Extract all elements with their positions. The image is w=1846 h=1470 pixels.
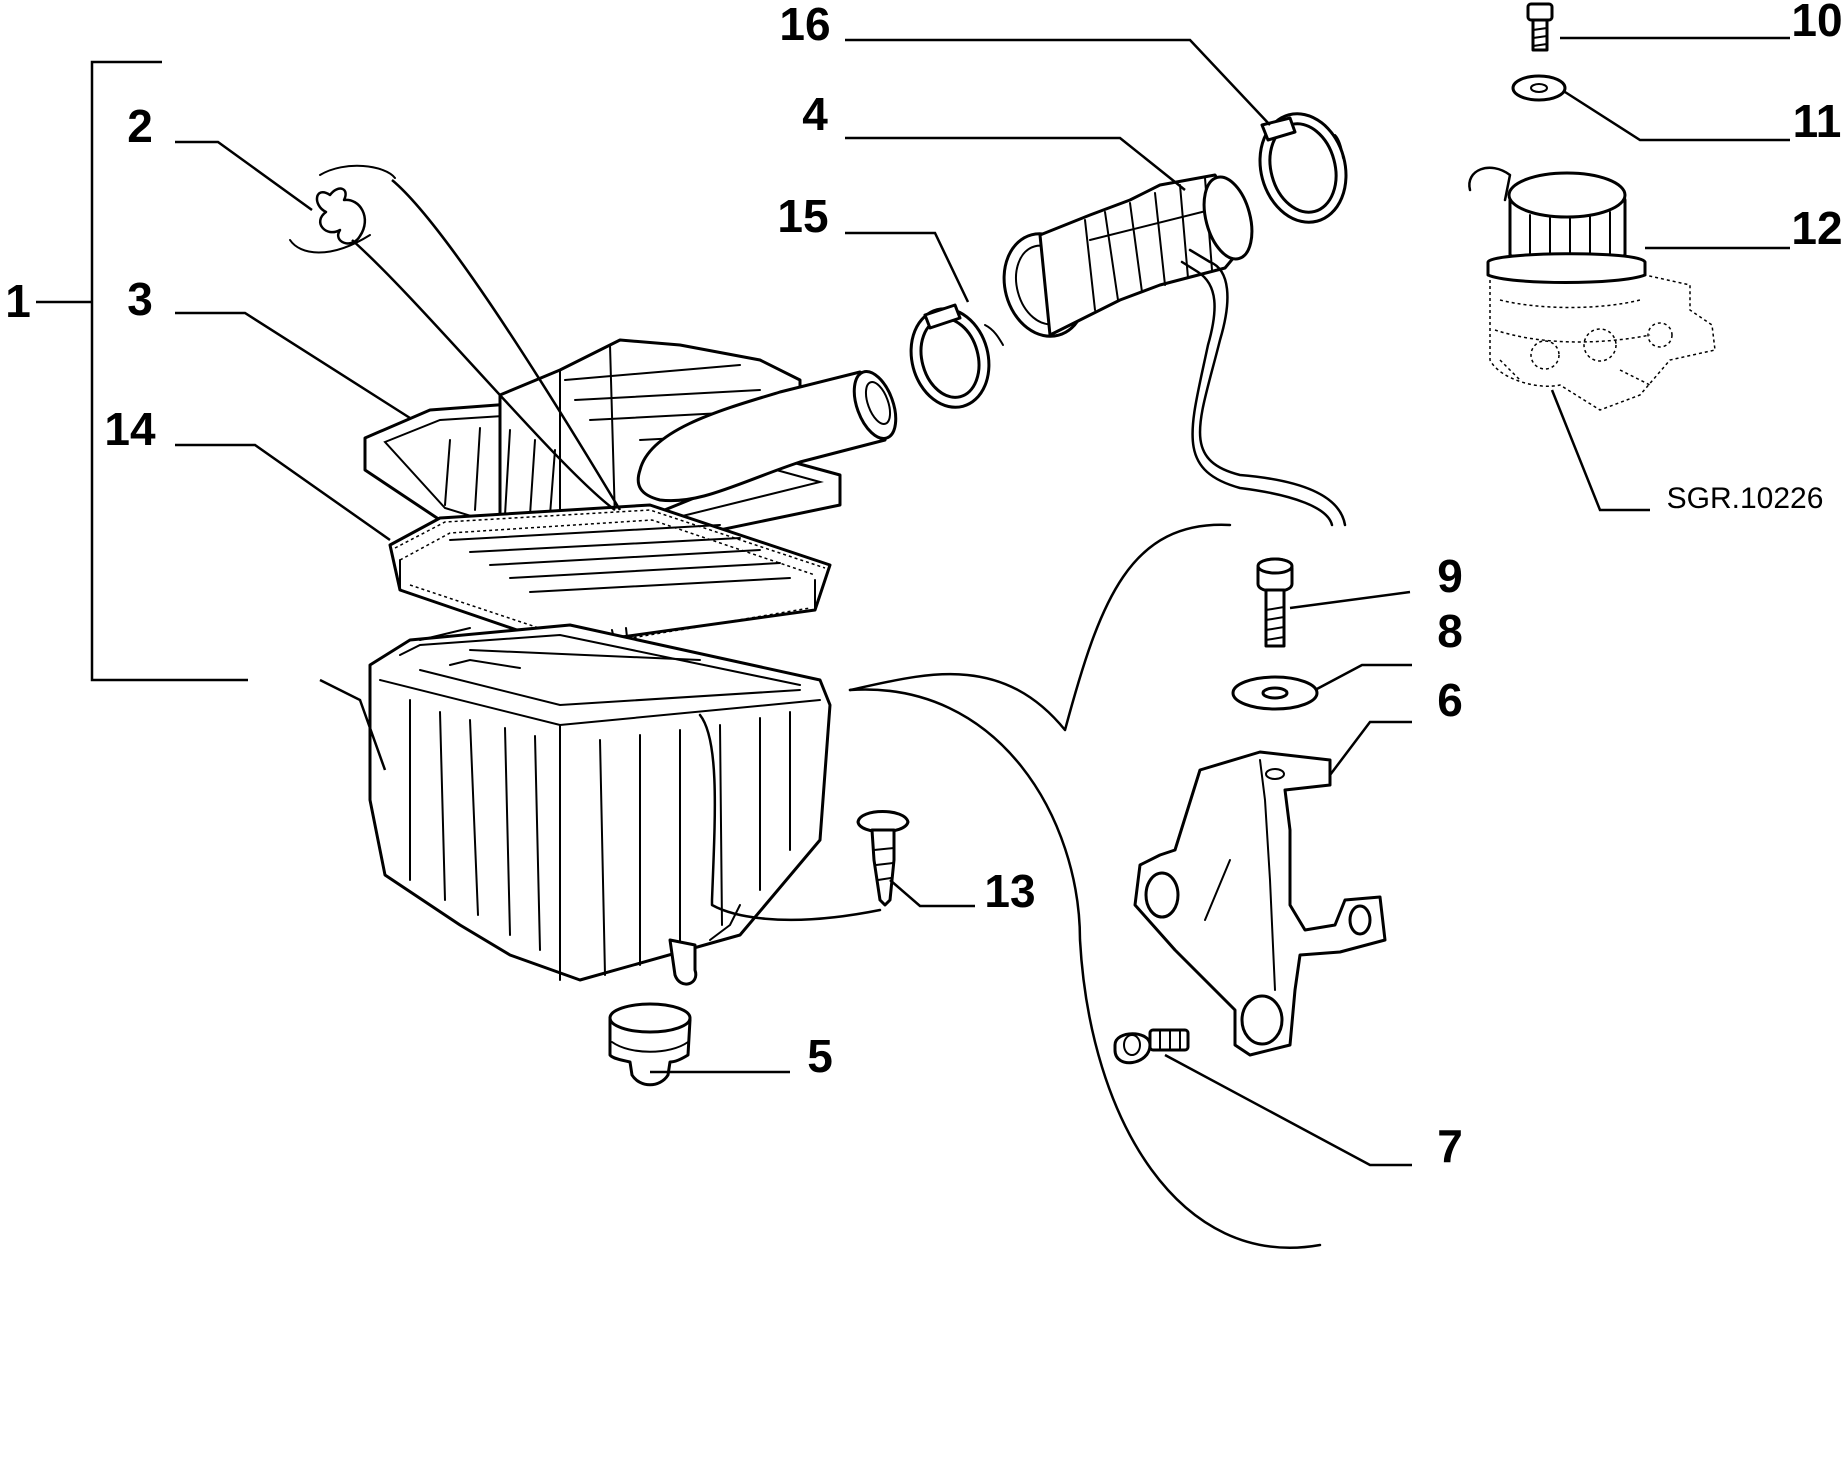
callout-10: 10 [1791, 0, 1842, 46]
part-8-washer [1231, 675, 1319, 711]
part-12-valve-cap [1468, 166, 1716, 411]
part-10-screw [1526, 2, 1554, 52]
callout-11: 11 [1793, 95, 1842, 147]
breather-tube [698, 713, 882, 922]
part-7-flange-bolt [1113, 1028, 1190, 1065]
part-4-intake-hose [1002, 173, 1347, 527]
reference-code: SGR.10226 [1667, 482, 1824, 515]
callout-14: 14 [104, 403, 156, 455]
part-6-mounting-bracket [1133, 750, 1387, 1057]
callout-13: 13 [984, 865, 1035, 917]
callout-16: 16 [779, 0, 830, 50]
leader-lines [175, 36, 1790, 1167]
callout-1: 1 [5, 275, 31, 327]
callout-4: 4 [802, 88, 828, 140]
callout-9: 9 [1437, 550, 1463, 602]
callout-labels: 1 2 3 14 16 4 15 10 11 12 9 8 6 13 5 7 S… [5, 0, 1842, 1172]
part-9-bolt [1256, 557, 1294, 648]
part-11-washer [1511, 74, 1567, 102]
part-15-hose-clamp [909, 303, 1004, 409]
harness-curve-lower [848, 688, 1322, 1249]
callout-3: 3 [127, 273, 153, 325]
part-13-push-rivet [856, 810, 910, 907]
callout-6: 6 [1437, 674, 1463, 726]
callout-2: 2 [127, 100, 153, 152]
part-5-grommet [608, 1002, 692, 1087]
harness-curve [848, 523, 1232, 732]
callout-12: 12 [1791, 202, 1842, 254]
part-14-filter-element [388, 503, 832, 657]
part-2-clip [289, 164, 396, 254]
callout-5: 5 [807, 1030, 833, 1082]
part-16-hose-clamp [1258, 112, 1348, 224]
callout-15: 15 [777, 190, 828, 242]
callout-7: 7 [1437, 1120, 1463, 1172]
airbox-lower-housing [368, 623, 832, 986]
assembly-bracket-1 [36, 60, 248, 682]
callout-8: 8 [1437, 605, 1463, 657]
